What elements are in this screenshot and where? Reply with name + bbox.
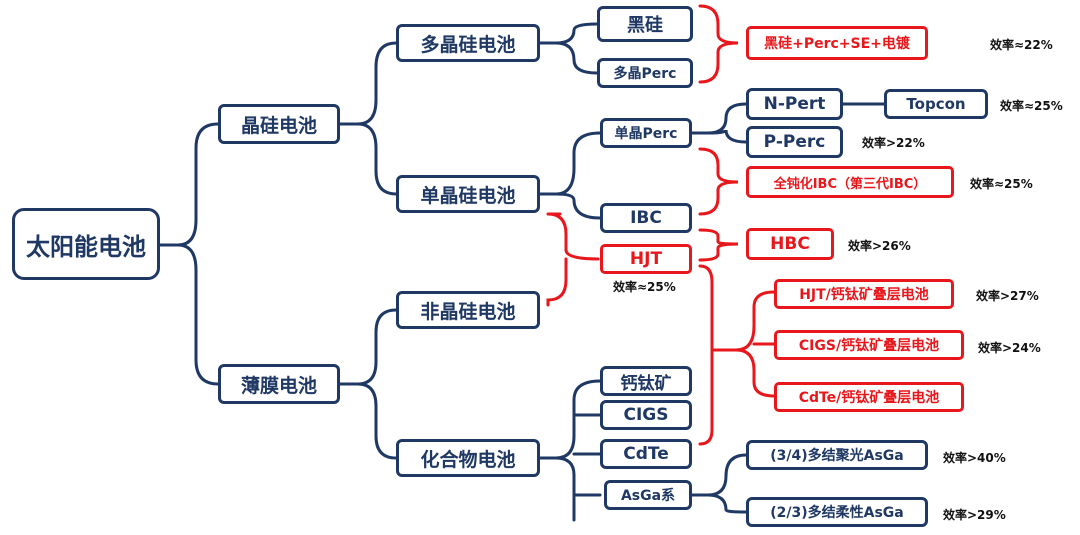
node-hbc: HBC <box>746 228 834 260</box>
node-crystalline-si-cell: 晶硅电池 <box>218 104 340 144</box>
root-node-solar-cell: 太阳能电池 <box>12 208 160 280</box>
efficiency-label-poly: 效率≈22% <box>990 38 1053 52</box>
node-topcon: Topcon <box>884 89 988 119</box>
efficiency-label-concentrator-asga: 效率>40% <box>943 451 1006 465</box>
node-cdte-perovskite-tandem: CdTe/钙钛矿叠层电池 <box>774 382 964 412</box>
node-amorphous-si-cell: 非晶硅电池 <box>396 291 540 329</box>
node-thin-film-cell: 薄膜电池 <box>218 364 340 404</box>
node-multijunction-concentrator-asga: (3/4)多结聚光AsGa <box>746 440 928 470</box>
node-asga-family: AsGa系 <box>604 480 692 510</box>
efficiency-label-topcon: 效率≈25% <box>1000 99 1063 113</box>
efficiency-label-hjt: 效率≈25% <box>613 280 676 294</box>
node-ibc: IBC <box>600 203 692 233</box>
node-mono-perc: 单晶Perc <box>600 118 692 148</box>
node-p-perc: P-Perc <box>746 126 843 158</box>
efficiency-label-hjt-tandem: 效率>27% <box>976 289 1039 303</box>
node-perovskite: 钙钛矿 <box>600 366 692 396</box>
node-poly-si-cell: 多晶硅电池 <box>396 24 540 62</box>
efficiency-label-p-perc: 效率>22% <box>862 136 925 150</box>
efficiency-label-flexible-asga: 效率>29% <box>943 508 1006 522</box>
node-n-pert: N-Pert <box>746 88 843 120</box>
node-mono-si-cell: 单晶硅电池 <box>396 175 540 213</box>
efficiency-label-hbc: 效率>26% <box>848 239 911 253</box>
node-black-si: 黑硅 <box>597 6 693 42</box>
node-multijunction-flexible-asga: (2/3)多结柔性AsGa <box>746 497 928 527</box>
efficiency-label-ibc: 效率≈25% <box>970 177 1033 191</box>
node-cigs: CIGS <box>600 400 692 430</box>
node-poly-perc: 多晶Perc <box>597 58 693 88</box>
node-cigs-perovskite-tandem: CIGS/钙钛矿叠层电池 <box>774 330 964 360</box>
node-hjt-perovskite-tandem: HJT/钙钛矿叠层电池 <box>774 279 954 309</box>
node-hjt: HJT <box>600 244 692 274</box>
efficiency-label-cigs-tandem: 效率>24% <box>978 341 1041 355</box>
node-full-passivated-ibc: 全钝化IBC（第三代IBC） <box>746 166 954 198</box>
node-compound-cell: 化合物电池 <box>396 439 540 477</box>
node-cdte: CdTe <box>600 439 692 469</box>
node-black-si-perc-se-plating: 黑硅+Perc+SE+电镀 <box>746 26 928 60</box>
